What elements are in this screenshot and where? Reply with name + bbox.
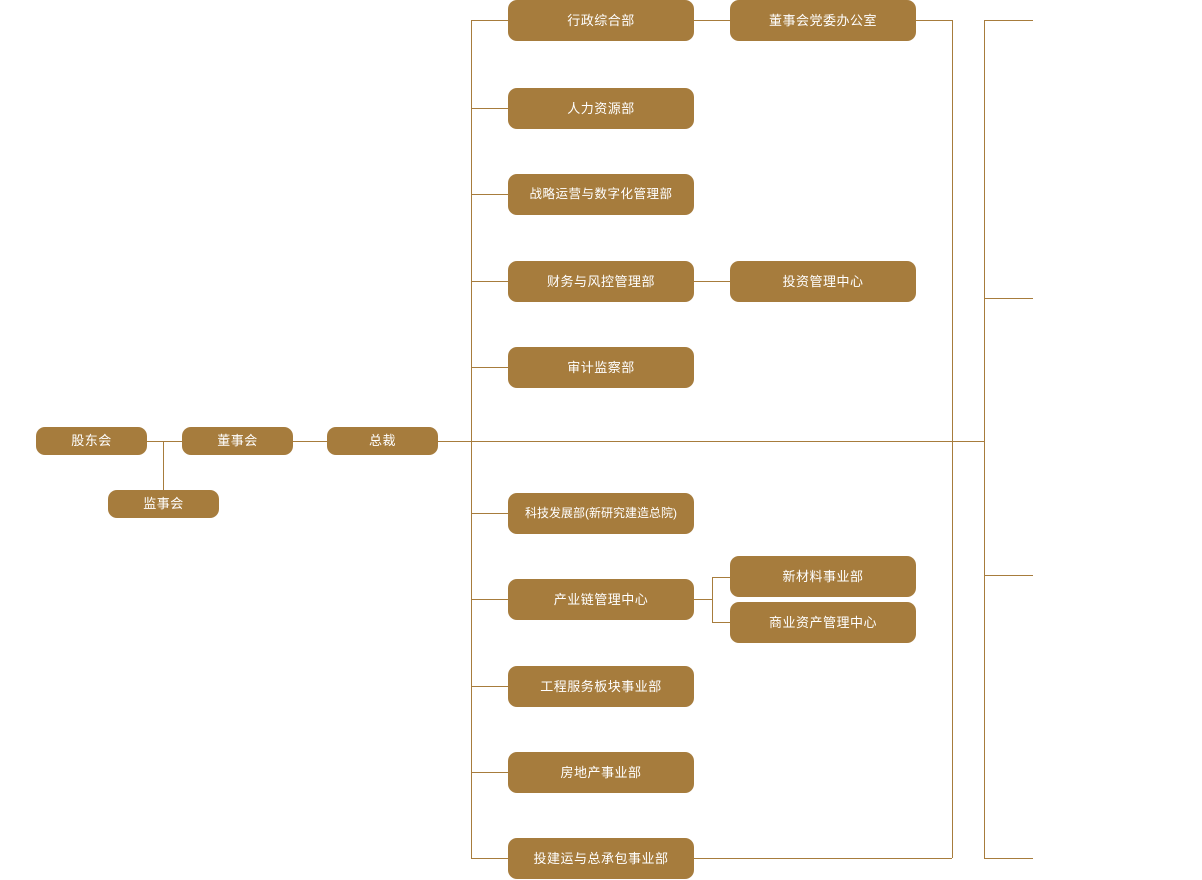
node-president[interactable]: 总裁 <box>327 427 438 455</box>
bracket-outer-bottom-stub <box>984 858 1033 859</box>
node-investment-management-center[interactable]: 投资管理中心 <box>730 261 916 302</box>
connector-admin-to-party-office <box>694 20 730 21</box>
node-label: 产业链管理中心 <box>553 591 649 607</box>
connector-supervisory-drop <box>163 441 164 490</box>
node-label: 行政综合部 <box>567 12 635 28</box>
branch-real-estate-division <box>471 772 508 773</box>
connector-industry-chain-stem <box>694 599 712 600</box>
branch-hr-dept <box>471 108 508 109</box>
node-real-estate-division[interactable]: 房地产事业部 <box>508 752 694 793</box>
node-admin-general-dept[interactable]: 行政综合部 <box>508 0 694 41</box>
branch-investment-construction-epc-division <box>471 858 508 859</box>
connector-industry-chain-bracket <box>712 577 713 622</box>
node-label: 工程服务板块事业部 <box>540 678 662 694</box>
branch-admin-general-dept <box>471 20 508 21</box>
node-audit-supervision-dept[interactable]: 审计监察部 <box>508 347 694 388</box>
node-strategy-digital-dept[interactable]: 战略运营与数字化管理部 <box>508 174 694 215</box>
node-label: 科技发展部(新研究建造总院) <box>525 506 677 521</box>
branch-audit-supervision-dept <box>471 367 508 368</box>
connector-president-main-spine <box>438 441 984 442</box>
node-commercial-asset-management-center[interactable]: 商业资产管理中心 <box>730 602 916 643</box>
connector-board-to-president <box>293 441 327 442</box>
node-board-of-directors[interactable]: 董事会 <box>182 427 293 455</box>
node-label: 审计监察部 <box>567 359 635 375</box>
node-label: 新材料事业部 <box>782 568 864 584</box>
node-label: 监事会 <box>143 496 184 512</box>
node-investment-construction-epc-division[interactable]: 投建运与总承包事业部 <box>508 838 694 879</box>
node-shareholders-meeting[interactable]: 股东会 <box>36 427 147 455</box>
bracket-inner-bottom-stub <box>694 858 952 859</box>
bracket-outer-top-stub <box>984 20 1033 21</box>
node-label: 股东会 <box>71 433 112 449</box>
connector-shareholders-to-board <box>147 441 182 442</box>
branch-engineering-services-division <box>471 686 508 687</box>
node-label: 商业资产管理中心 <box>768 614 877 630</box>
node-finance-riskcontrol-dept[interactable]: 财务与风控管理部 <box>508 261 694 302</box>
branch-industry-chain-management-center <box>471 599 508 600</box>
node-label: 房地产事业部 <box>560 764 642 780</box>
node-technology-development-dept[interactable]: 科技发展部(新研究建造总院) <box>508 493 694 534</box>
bracket-outer-vertical <box>984 20 985 858</box>
node-label: 战略运营与数字化管理部 <box>529 187 673 201</box>
node-label: 董事会党委办公室 <box>768 12 877 28</box>
node-engineering-services-division[interactable]: 工程服务板块事业部 <box>508 666 694 707</box>
branch-strategy-digital-dept <box>471 194 508 195</box>
bracket-outer-lower-mid-stub <box>984 575 1033 576</box>
node-label: 投资管理中心 <box>782 273 864 289</box>
branch-technology-development-dept <box>471 513 508 514</box>
node-label: 财务与风控管理部 <box>546 273 655 289</box>
spine-departments-upper <box>471 20 472 441</box>
connector-to-commercial-asset-center <box>712 622 730 623</box>
node-label: 总裁 <box>368 433 396 449</box>
node-board-party-committee-office[interactable]: 董事会党委办公室 <box>730 0 916 41</box>
bracket-outer-upper-mid-stub <box>984 298 1033 299</box>
node-new-materials-division[interactable]: 新材料事业部 <box>730 556 916 597</box>
bracket-inner-top-stub <box>916 20 952 21</box>
branch-finance-riskcontrol-dept <box>471 281 508 282</box>
node-supervisory-board[interactable]: 监事会 <box>108 490 219 518</box>
bracket-inner-vertical <box>952 20 953 858</box>
node-hr-dept[interactable]: 人力资源部 <box>508 88 694 129</box>
connector-to-new-materials-division <box>712 577 730 578</box>
node-label: 投建运与总承包事业部 <box>533 850 669 866</box>
spine-departments-lower <box>471 441 472 859</box>
node-label: 人力资源部 <box>567 100 635 116</box>
node-industry-chain-management-center[interactable]: 产业链管理中心 <box>508 579 694 620</box>
node-label: 董事会 <box>217 433 258 449</box>
connector-finance-to-investment-center <box>694 281 730 282</box>
